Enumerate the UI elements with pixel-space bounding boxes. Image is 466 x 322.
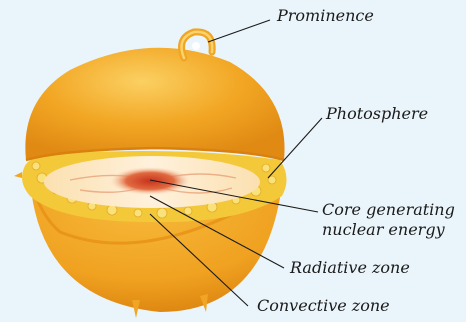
core [110, 167, 190, 195]
sun-upper-hemisphere [25, 48, 284, 160]
label-prominence: Prominence [277, 6, 374, 26]
label-core: Core generating nuclear energy [322, 200, 455, 240]
label-core-line2: nuclear energy [322, 220, 455, 240]
label-photosphere: Photosphere [326, 104, 428, 124]
label-core-line1: Core generating [322, 200, 455, 220]
leader-prominence [208, 20, 270, 42]
label-convective-zone: Convective zone [257, 296, 390, 316]
label-radiative-zone: Radiative zone [290, 258, 410, 278]
